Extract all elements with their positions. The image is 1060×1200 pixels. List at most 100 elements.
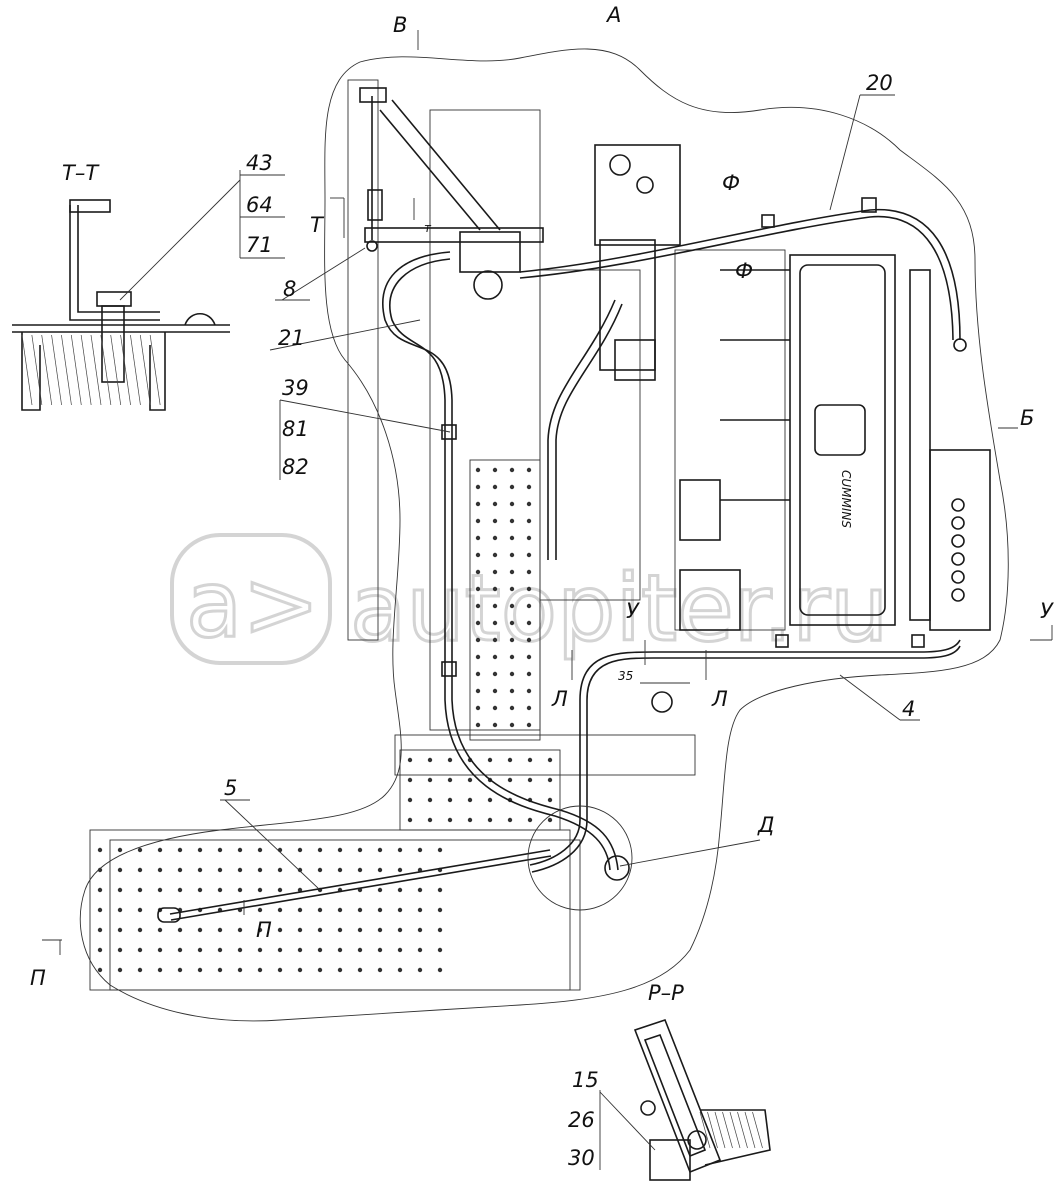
perforation-hole — [547, 817, 553, 823]
perforation-hole — [467, 797, 473, 803]
floor-plate-upper — [469, 459, 541, 741]
perforation-hole — [217, 867, 223, 873]
perforation-hole — [417, 907, 423, 913]
perforation-hole — [492, 484, 498, 490]
perforation-hole — [475, 637, 481, 643]
perforation-hole — [197, 867, 203, 873]
perforation-hole — [197, 967, 203, 973]
perforation-hole — [509, 671, 515, 677]
hatch-line — [737, 1111, 748, 1149]
engine-plug — [951, 570, 965, 584]
perforation-hole — [337, 927, 343, 933]
perforation-hole — [137, 867, 143, 873]
perforation-hole — [117, 887, 123, 893]
engine-plug — [951, 516, 965, 530]
callout-71: 71 — [246, 233, 273, 257]
perforation-hole — [492, 654, 498, 660]
perforation-hole — [357, 967, 363, 973]
perforation-hole — [492, 705, 498, 711]
cut-label-t-small: т — [424, 221, 432, 235]
perforation-hole — [337, 847, 343, 853]
perforation-hole — [475, 671, 481, 677]
fuel-line-4 — [529, 634, 961, 873]
perforation-hole — [117, 907, 123, 913]
hatch-line — [752, 1111, 763, 1149]
hatch-line — [130, 334, 141, 406]
perforation-hole — [377, 867, 383, 873]
perforation-hole — [447, 777, 453, 783]
hatch-line — [120, 334, 131, 406]
perforation-hole — [467, 817, 473, 823]
cut-label-u-right: У — [1040, 599, 1054, 623]
perforation-hole — [492, 518, 498, 524]
perforation-hole — [397, 927, 403, 933]
perforation-hole — [492, 586, 498, 592]
perforation-hole — [475, 705, 481, 711]
perforation-hole — [407, 797, 413, 803]
fuel-sender — [604, 855, 630, 881]
cut-markers — [42, 30, 1053, 955]
leader-lines — [119, 94, 920, 1170]
cut-label-t-left: Т — [310, 213, 325, 237]
perforation-hole — [157, 887, 163, 893]
perforation-hole — [197, 927, 203, 933]
perforation-hole — [492, 637, 498, 643]
perforation-hole — [337, 867, 343, 873]
perforation-hole — [509, 637, 515, 643]
hatch-line — [61, 334, 72, 406]
perforation-hole — [177, 887, 183, 893]
hatch-line — [41, 334, 53, 406]
perforation-hole — [507, 817, 513, 823]
perforation-hole — [526, 569, 532, 575]
perforation-hole — [297, 847, 303, 853]
hatch-line — [744, 1111, 756, 1149]
perforation-hole — [237, 887, 243, 893]
fuel-pump-assembly — [459, 144, 681, 381]
perforation-hole — [509, 552, 515, 558]
engine-block: CUMMINS — [679, 254, 991, 631]
perforation-hole — [526, 518, 532, 524]
perforation-hole — [527, 777, 533, 783]
main-view-boundary — [79, 48, 1009, 1022]
perforation-hole — [507, 777, 513, 783]
perforation-hole — [317, 927, 323, 933]
perforation-hole — [475, 484, 481, 490]
perforation-hole — [492, 552, 498, 558]
perforation-hole — [257, 867, 263, 873]
perforation-hole — [397, 847, 403, 853]
perforation-hole — [509, 722, 515, 728]
perforation-hole — [492, 467, 498, 473]
perforation-hole — [297, 947, 303, 953]
perforation-hole — [509, 569, 515, 575]
fuel-line-21 — [382, 251, 619, 871]
perforation-hole — [447, 757, 453, 763]
perforation-hole — [509, 501, 515, 507]
perforation-hole — [377, 847, 383, 853]
section-t-t-detail — [12, 199, 230, 411]
perforation-hole — [257, 907, 263, 913]
perforation-hole — [257, 967, 263, 973]
perforation-hole — [237, 847, 243, 853]
perforation-hole — [397, 967, 403, 973]
perforation-hole — [547, 797, 553, 803]
perforation-hole — [526, 603, 532, 609]
cut-label-p-left: П — [30, 966, 46, 990]
callout-43: 43 — [246, 151, 273, 175]
perforation-hole — [257, 947, 263, 953]
perforation-hole — [177, 927, 183, 933]
perforation-hole — [377, 887, 383, 893]
perforation-hole — [97, 947, 103, 953]
perforation-hole — [526, 484, 532, 490]
perforation-hole — [217, 967, 223, 973]
perforation-hole — [487, 757, 493, 763]
section-title-p-p: Р–Р — [648, 981, 684, 1005]
perforation-hole — [527, 757, 533, 763]
engine-plug — [951, 498, 965, 512]
detail-d-circle — [527, 805, 633, 911]
drain-ring — [651, 691, 673, 713]
perforation-hole — [197, 847, 203, 853]
perforation-hole — [137, 967, 143, 973]
perforation-hole — [357, 907, 363, 913]
watermark-logo-badge — [170, 533, 332, 665]
perforation-hole — [526, 620, 532, 626]
